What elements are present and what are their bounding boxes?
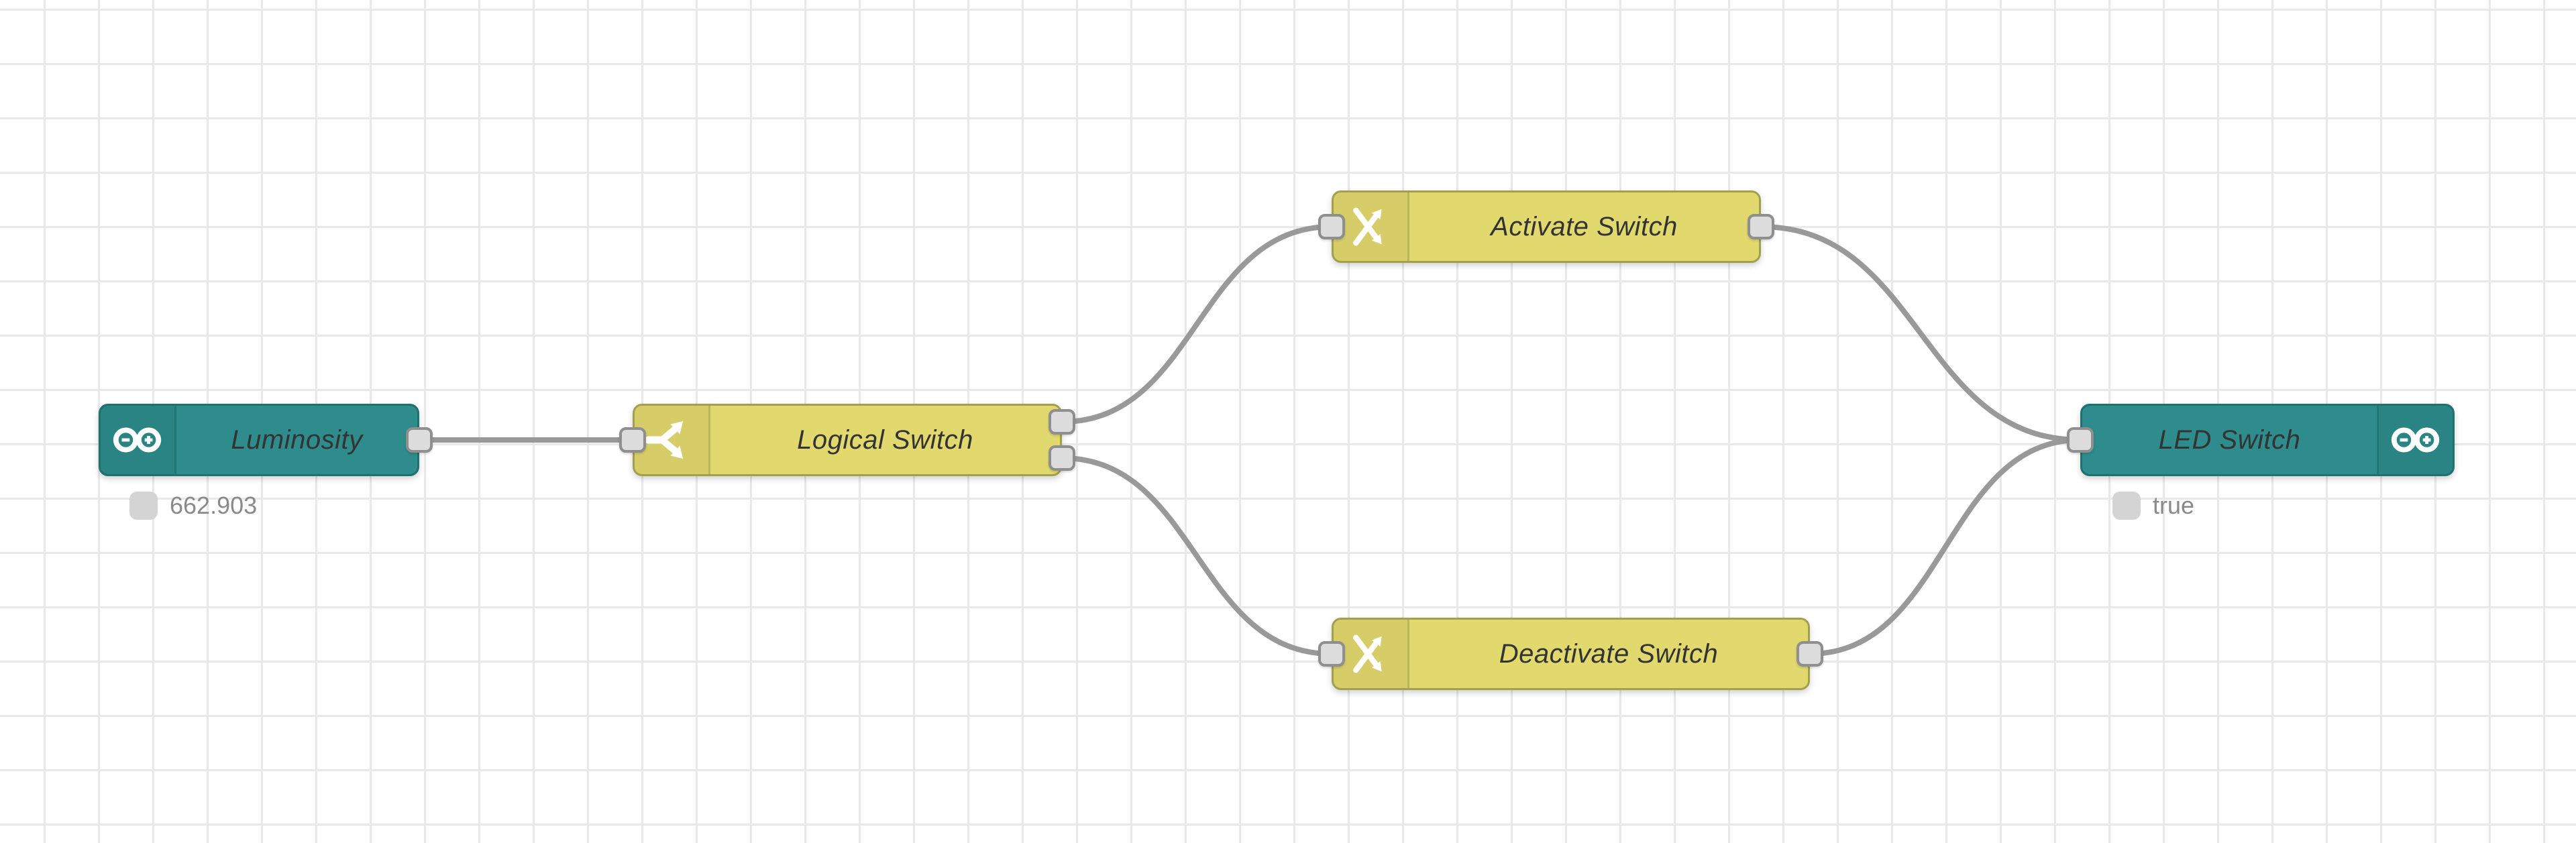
crossed-arrows-icon (1334, 192, 1409, 261)
node-deactivate-switch[interactable]: Deactivate Switch (1332, 618, 1810, 690)
node-label: Deactivate Switch (1499, 638, 1719, 669)
node-label: Logical Switch (797, 425, 973, 455)
node-activate-switch[interactable]: Activate Switch (1332, 190, 1761, 263)
wire-logical-switch-to-deactivate-switch[interactable] (1059, 455, 1334, 657)
status-text: true (2153, 492, 2195, 519)
node-luminosity[interactable]: Luminosity (99, 404, 419, 476)
node-led-switch[interactable]: LED Switch (2080, 404, 2455, 476)
node-logical-switch[interactable]: Logical Switch (633, 404, 1062, 476)
port-deactivate-switch-output[interactable] (1796, 641, 1823, 667)
port-logical-switch-input[interactable] (619, 427, 646, 453)
fork-arrows-icon (635, 406, 710, 474)
status-text: 662.903 (170, 492, 258, 519)
arduino-infinity-icon (2377, 406, 2453, 474)
status-indicator (2112, 492, 2141, 520)
crossed-arrows-icon (1334, 620, 1409, 688)
arduino-infinity-icon (101, 406, 176, 474)
wire-deactivate-switch-to-led-switch[interactable] (1807, 437, 2083, 657)
node-label: LED Switch (2158, 425, 2301, 455)
node-label: Luminosity (231, 425, 363, 455)
port-logical-switch-output-2[interactable] (1049, 445, 1075, 471)
wire-logical-switch-to-activate-switch[interactable] (1059, 224, 1334, 425)
status-luminosity: 662.903 (129, 492, 257, 520)
port-logical-switch-output-1[interactable] (1049, 409, 1075, 435)
node-label: Activate Switch (1491, 211, 1678, 241)
port-activate-switch-input[interactable] (1318, 214, 1345, 239)
port-deactivate-switch-input[interactable] (1318, 641, 1345, 667)
status-led-switch: true (2112, 492, 2194, 520)
status-indicator (129, 492, 158, 520)
port-led-switch-input[interactable] (2067, 427, 2094, 453)
wire-activate-switch-to-led-switch[interactable] (1758, 224, 2083, 443)
port-activate-switch-output[interactable] (1748, 214, 1774, 239)
port-luminosity-output[interactable] (406, 427, 433, 453)
